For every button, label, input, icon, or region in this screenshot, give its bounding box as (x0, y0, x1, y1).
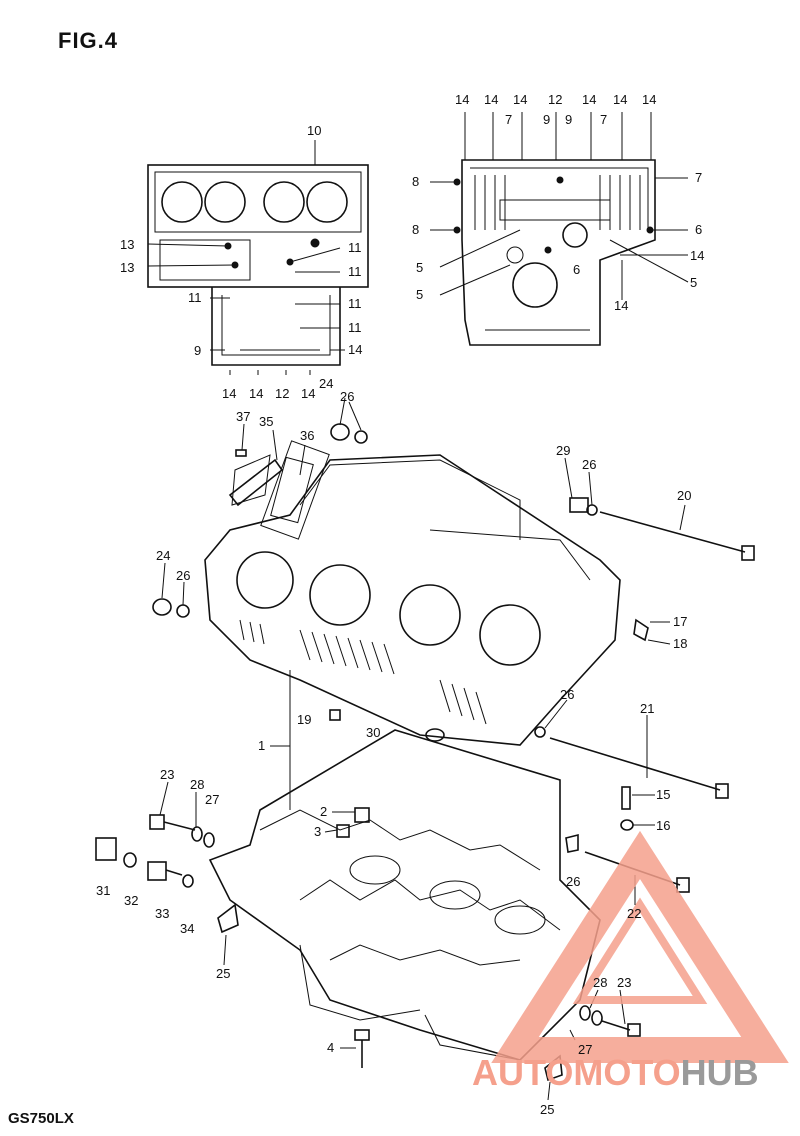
upper-crankcase (204, 440, 621, 746)
callout: 14 (484, 92, 498, 107)
callout: 35 (259, 414, 273, 429)
callout: 14 (222, 386, 236, 401)
callout: 14 (301, 386, 315, 401)
callout: 13 (120, 237, 134, 252)
callout: 28 (190, 777, 204, 792)
callout: 30 (366, 725, 380, 740)
callout: 17 (673, 614, 687, 629)
callout: 24 (156, 548, 170, 563)
callout: 6 (573, 262, 580, 277)
callout: 14 (642, 92, 656, 107)
callout: 26 (582, 457, 596, 472)
upper-left-crankcase-view (147, 140, 369, 375)
figure-title: FIG.4 (58, 28, 119, 53)
callout: 11 (348, 240, 362, 255)
callout: 14 (614, 298, 628, 313)
callout: 36 (300, 428, 314, 443)
callout: 22 (627, 906, 641, 921)
callout: 23 (160, 767, 174, 782)
callout: 14 (249, 386, 263, 401)
callout: 26 (566, 874, 580, 889)
callout: 9 (543, 112, 550, 127)
callout: 5 (416, 287, 423, 302)
callout: 26 (560, 687, 574, 702)
callout: 3 (314, 824, 321, 839)
callout: 14 (690, 248, 704, 263)
model-label: GS750LX (8, 1110, 74, 1127)
callout: 10 (307, 123, 321, 138)
callout: 9 (565, 112, 572, 127)
callout: 29 (556, 443, 570, 458)
callout: 33 (155, 906, 169, 921)
callout: 19 (297, 712, 311, 727)
callout: 5 (690, 275, 697, 290)
callout: 32 (124, 893, 138, 908)
callout: 14 (582, 92, 596, 107)
callout: 4 (327, 1040, 334, 1055)
callout: 6 (695, 222, 702, 237)
callout: 11 (348, 296, 362, 311)
callout: 28 (593, 975, 607, 990)
callout: 26 (340, 389, 354, 404)
callout: 14 (613, 92, 627, 107)
callout: 11 (348, 320, 362, 335)
callout: 27 (205, 792, 219, 807)
callout: 24 (319, 376, 333, 391)
callout: 25 (540, 1102, 554, 1117)
callout: 27 (578, 1042, 592, 1057)
callout: 5 (416, 260, 423, 275)
watermark-brand-part1: AUTOMOTOHUB (472, 1052, 759, 1093)
callout: 26 (176, 568, 190, 583)
upper-right-crankcase-view (430, 112, 689, 346)
watermark-logo (491, 830, 789, 1063)
callout: 16 (656, 818, 670, 833)
callout: 12 (275, 386, 289, 401)
callout: 9 (194, 343, 201, 358)
callout: 12 (548, 92, 562, 107)
callout: 31 (96, 883, 110, 898)
callout: 14 (513, 92, 527, 107)
callout: 21 (640, 701, 654, 716)
callout: 8 (412, 174, 419, 189)
callout-labels: 10 13 13 11 11 11 11 11 9 14 14 14 12 14… (96, 92, 704, 1117)
callout: 11 (188, 290, 202, 305)
callout: 15 (656, 787, 670, 802)
lower-crankcase (208, 729, 601, 1061)
callout: 8 (412, 222, 419, 237)
callout: 37 (236, 409, 250, 424)
callout: 20 (677, 488, 691, 503)
callout: 14 (455, 92, 469, 107)
callout: 23 (617, 975, 631, 990)
callout: 18 (673, 636, 687, 651)
callout: 11 (348, 264, 362, 279)
callout: 13 (120, 260, 134, 275)
callout: 7 (505, 112, 512, 127)
callout: 7 (695, 170, 702, 185)
callout: 1 (258, 738, 265, 753)
small-parts (95, 397, 755, 1101)
callout: 7 (600, 112, 607, 127)
callout: 25 (216, 966, 230, 981)
callout: 14 (348, 342, 362, 357)
callout: 34 (180, 921, 194, 936)
callout: 2 (320, 804, 327, 819)
